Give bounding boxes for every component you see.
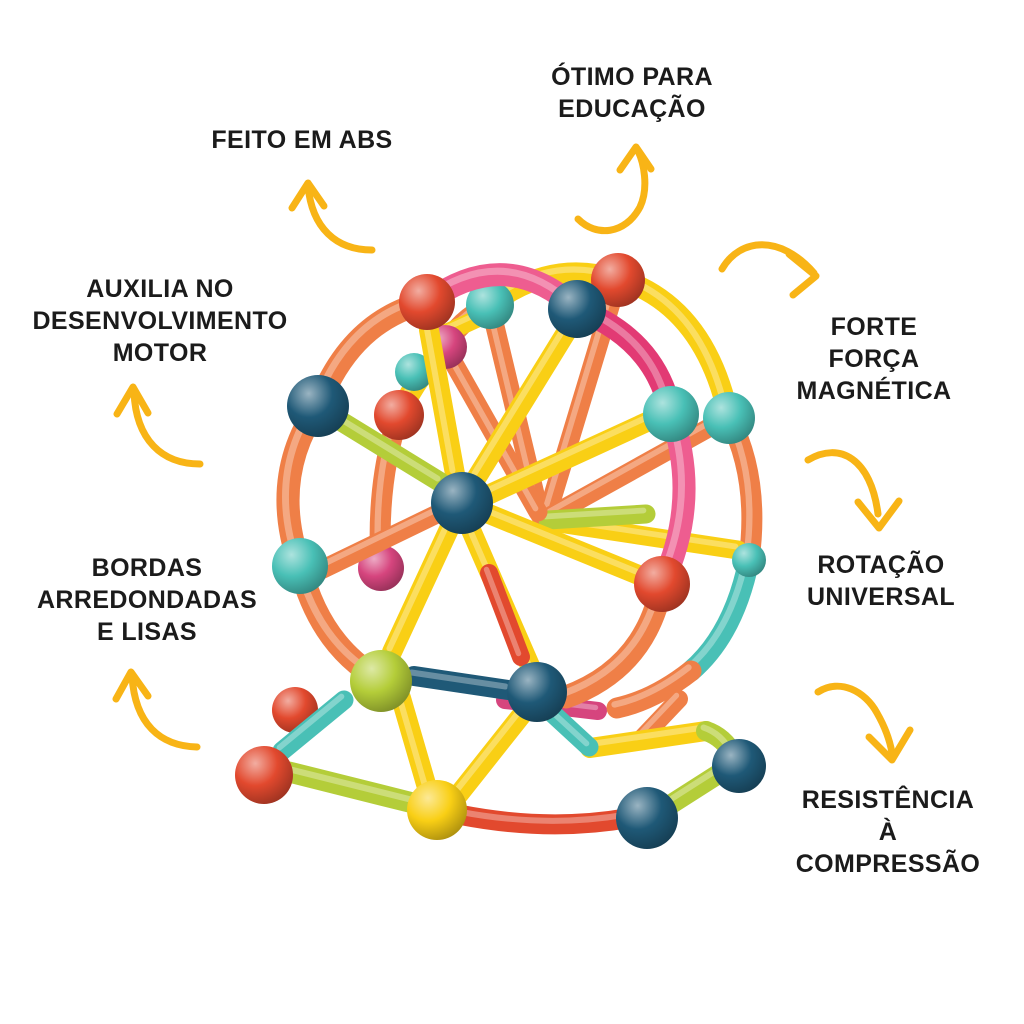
back-ball-teal bbox=[732, 543, 766, 577]
rim-ball-teal bbox=[272, 538, 328, 594]
back-spoke-rod bbox=[538, 504, 656, 530]
arrow-shaft bbox=[814, 682, 896, 757]
feature-label-resistencia-a-compressao: RESISTÊNCIA À COMPRESSÃO bbox=[795, 786, 981, 878]
base-ball-red bbox=[235, 746, 293, 804]
hub-ball-navy bbox=[431, 472, 493, 534]
spoke-rod bbox=[311, 504, 447, 580]
base-rod bbox=[391, 688, 438, 801]
feature-label-bordas-arredondadas-e-lisas: BORDAS ARREDONDADAS E LISAS bbox=[36, 554, 258, 646]
base-rod bbox=[404, 666, 518, 700]
back-spoke-rod bbox=[538, 290, 622, 522]
base-rod bbox=[272, 690, 354, 761]
back-ball-teal bbox=[703, 392, 755, 444]
base-ball-lime bbox=[350, 650, 412, 712]
back-rim-rod bbox=[680, 549, 760, 682]
arrow-forte-forca-magnetica bbox=[718, 241, 820, 299]
base-rod bbox=[278, 761, 428, 815]
arrow-head bbox=[112, 668, 152, 703]
spoke-rod bbox=[479, 504, 651, 586]
arrow-shaft bbox=[304, 182, 376, 254]
spoke-rod bbox=[467, 321, 577, 487]
arrow-head bbox=[785, 250, 820, 299]
arrow-head bbox=[854, 497, 903, 532]
arrow-head bbox=[288, 179, 328, 212]
base-rod bbox=[580, 721, 716, 758]
spoke-rod bbox=[480, 564, 530, 666]
rim-ball-teal bbox=[643, 386, 699, 442]
spoke-rod bbox=[382, 517, 460, 662]
rim-ball-navy bbox=[287, 375, 349, 437]
arrow-head bbox=[113, 383, 152, 418]
base-ball-yellow bbox=[407, 780, 467, 840]
toy-base-front bbox=[235, 650, 678, 849]
feature-label-rotacao-universal: ROTAÇÃO UNIVERSAL bbox=[806, 551, 956, 611]
base-ball-navy bbox=[616, 787, 678, 849]
base-rod bbox=[541, 702, 599, 757]
rim-ball-red bbox=[399, 274, 455, 330]
arrow-resistencia-a-compressao bbox=[814, 682, 914, 764]
arrow-shaft bbox=[574, 145, 649, 235]
arrow-bordas-arredondadas-e-lisas bbox=[112, 668, 201, 751]
back-ball-red bbox=[591, 253, 645, 307]
back-ball-teal bbox=[466, 281, 514, 329]
base-rod bbox=[449, 697, 538, 804]
feature-label-otimo-para-educacao: ÓTIMO PARA EDUCAÇÃO bbox=[551, 63, 713, 123]
arrow-head bbox=[616, 143, 655, 174]
arrow-feito-em-abs bbox=[288, 179, 376, 254]
back-ball-teal bbox=[395, 353, 433, 391]
feature-label-auxilia-no-desenvolvimento-motor: AUXILIA NO DESENVOLVIMENTO MOTOR bbox=[32, 275, 288, 367]
toy-front-wheel bbox=[272, 263, 699, 709]
arrow-head bbox=[865, 726, 914, 764]
base-ball-navy bbox=[712, 739, 766, 793]
arrow-otimo-para-educacao bbox=[574, 143, 655, 235]
rim-ball-red bbox=[634, 556, 690, 612]
back-ball-red bbox=[374, 390, 424, 440]
rim-ball-navy bbox=[548, 280, 606, 338]
arrow-shaft bbox=[804, 449, 882, 518]
annotation-arrows bbox=[112, 143, 914, 764]
spoke-rod bbox=[419, 320, 465, 484]
back-rim-rod bbox=[606, 660, 702, 719]
spoke-rod bbox=[329, 410, 450, 492]
arrow-rotacao-universal bbox=[804, 449, 903, 532]
spoke-rod bbox=[480, 411, 659, 504]
arrow-auxilia-no-desenvolvimento-motor bbox=[113, 383, 204, 468]
arrow-shaft bbox=[130, 388, 204, 468]
feature-label-feito-em-abs: FEITO EM ABS bbox=[211, 126, 393, 154]
base-rod bbox=[451, 805, 639, 835]
feature-label-forte-forca-magnetica: FORTE FORÇA MAGNÉTICA bbox=[796, 313, 952, 405]
base-ball-navy bbox=[507, 662, 567, 722]
arrow-shaft bbox=[128, 672, 201, 751]
